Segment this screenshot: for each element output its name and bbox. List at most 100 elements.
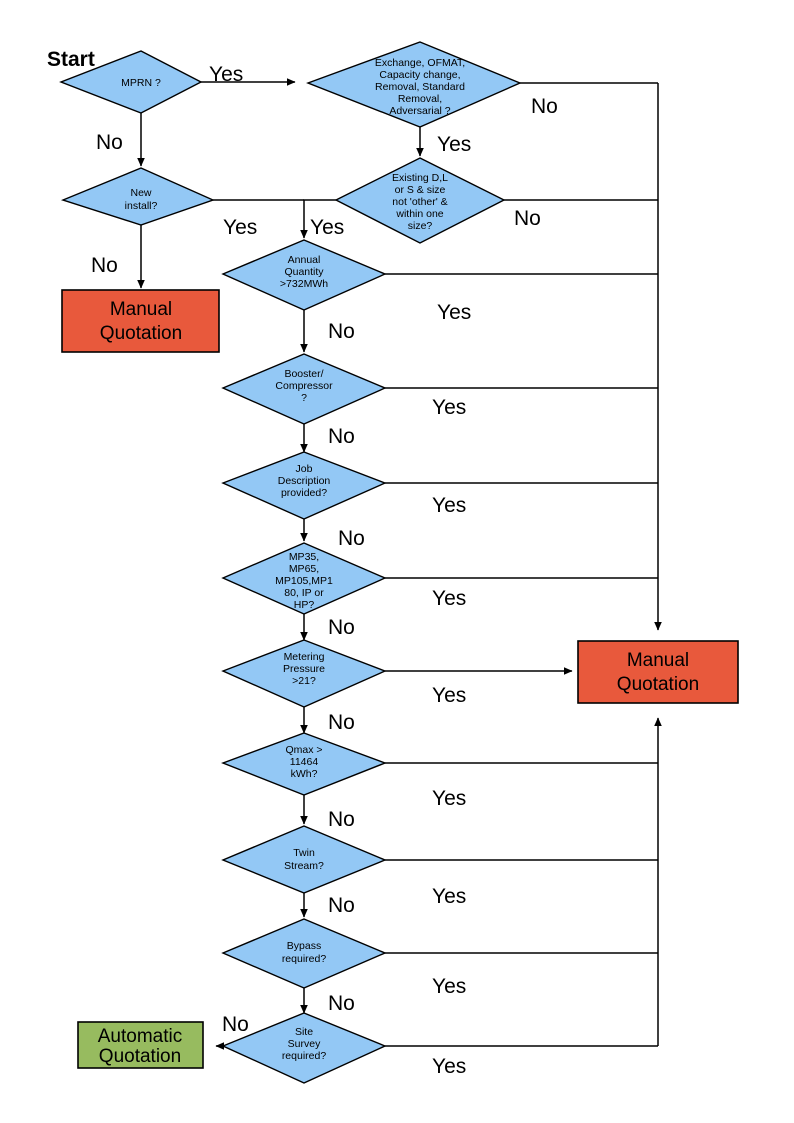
mpclass-label-4: 80, IP or	[284, 587, 324, 599]
node-sitesurvey[interactable]: Site Survey required?	[221, 1012, 387, 1084]
annual-label-3: >732MWh	[280, 278, 328, 290]
node-booster[interactable]: Booster/ Compressor ?	[221, 353, 387, 425]
edge-existing-yes	[300, 199, 336, 239]
booster-label-2: Compressor	[275, 380, 333, 392]
sitesurvey-label-3: required?	[282, 1050, 327, 1062]
exchange-label-4: Removal,	[398, 93, 442, 105]
manual-right-label-1: Manual	[627, 650, 689, 671]
automatic-label-1: Automatic	[98, 1026, 182, 1047]
manual-left-box[interactable]	[61, 289, 220, 353]
node-exchange[interactable]: Exchange, OFMAT, Capacity change, Remova…	[306, 41, 522, 128]
mprn-label: MPRN ?	[121, 77, 161, 89]
node-manual-quotation-left[interactable]: Manual Quotation	[61, 289, 220, 353]
newinstall-diamond[interactable]	[60, 167, 215, 226]
node-bypass[interactable]: Bypass required?	[221, 918, 387, 989]
edge-label-layer: Yes No No Yes Yes No No Yes Yes No Yes N…	[91, 63, 558, 1078]
twin-diamond[interactable]	[221, 825, 387, 894]
edge-label-jobdesc-no: No	[338, 527, 365, 550]
connector-layer	[137, 78, 662, 1050]
mpclass-label-5: HP?	[294, 599, 315, 611]
existing-label-3: not 'other' &	[392, 196, 447, 208]
twin-label-1: Twin	[293, 847, 315, 859]
metering-diamond[interactable]	[221, 639, 387, 708]
existing-diamond[interactable]	[334, 157, 506, 244]
automatic-box[interactable]	[77, 1021, 204, 1069]
jobdesc-label-1: Job	[296, 463, 313, 475]
qmax-label-3: kWh?	[291, 768, 318, 780]
qmax-label-2: 11464	[290, 756, 319, 768]
edge-label-sitesurvey-yes: Yes	[432, 1055, 466, 1078]
node-newinstall[interactable]: New install?	[60, 167, 215, 226]
node-annual[interactable]: Annual Quantity >732MWh	[221, 239, 387, 311]
booster-label-1: Booster/	[284, 368, 323, 380]
edge-label-booster-yes: Yes	[432, 396, 466, 419]
node-existing[interactable]: Existing D,L or S & size not 'other' & w…	[334, 157, 506, 244]
edge-label-mpclass-no: No	[328, 616, 355, 639]
exchange-label-1: Exchange, OFMAT,	[375, 57, 465, 69]
edge-label-sitesurvey-no: No	[222, 1013, 249, 1036]
exchange-label-2: Capacity change,	[379, 69, 460, 81]
node-manual-quotation-right[interactable]: Manual Quotation	[577, 640, 739, 704]
metering-label-1: Metering	[284, 651, 325, 663]
existing-label-2: or S & size	[395, 184, 446, 196]
jobdesc-label-2: Description	[278, 475, 331, 487]
edge-label-twin-no: No	[328, 894, 355, 917]
edge-label-jobdesc-yes: Yes	[432, 494, 466, 517]
start-label: Start	[47, 48, 95, 71]
edge-label-exchange-yes: Yes	[437, 133, 471, 156]
mprn-diamond[interactable]	[59, 50, 203, 114]
exchange-diamond[interactable]	[306, 41, 522, 128]
exchange-label-5: Adversarial ?	[389, 105, 450, 117]
node-mpclass[interactable]: MP35, MP65, MP105,MP1 80, IP or HP?	[221, 542, 387, 615]
edge-label-qmax-no: No	[328, 808, 355, 831]
edge-label-newinstall-yes: Yes	[223, 216, 257, 239]
mpclass-label-1: MP35,	[289, 551, 319, 563]
existing-label-5: size?	[408, 220, 433, 232]
mpclass-label-2: MP65,	[289, 563, 319, 575]
node-jobdesc[interactable]: Job Description provided?	[221, 451, 387, 520]
mpclass-diamond[interactable]	[221, 542, 387, 615]
metering-label-3: >21?	[292, 675, 316, 687]
twin-label-2: Stream?	[284, 860, 324, 872]
newinstall-label-2: install?	[125, 200, 158, 212]
qmax-diamond[interactable]	[221, 732, 387, 796]
manual-left-label-1: Manual	[110, 299, 172, 320]
bypass-label-1: Bypass	[287, 940, 321, 952]
sitesurvey-label-2: Survey	[288, 1038, 321, 1050]
existing-label-4: within one	[395, 208, 443, 220]
sitesurvey-label-1: Site	[295, 1026, 313, 1038]
edge-label-metering-no: No	[328, 711, 355, 734]
annual-label-1: Annual	[288, 254, 321, 266]
booster-label-3: ?	[301, 392, 307, 404]
edge-label-booster-no: No	[328, 425, 355, 448]
existing-label-1: Existing D,L	[392, 172, 448, 184]
edge-label-mprn-no: No	[96, 131, 123, 154]
node-automatic-quotation[interactable]: Automatic Quotation	[77, 1021, 204, 1069]
manual-left-label-2: Quotation	[100, 323, 182, 344]
edge-label-bypass-no: No	[328, 992, 355, 1015]
edge-label-existing-yes: Yes	[310, 216, 344, 239]
node-mprn[interactable]: MPRN ?	[59, 50, 203, 114]
edge-label-mpclass-yes: Yes	[432, 587, 466, 610]
manual-right-box[interactable]	[577, 640, 739, 704]
sitesurvey-diamond[interactable]	[221, 1012, 387, 1084]
manual-right-label-2: Quotation	[617, 674, 699, 695]
newinstall-label-1: New	[130, 187, 151, 199]
jobdesc-diamond[interactable]	[221, 451, 387, 520]
edge-label-exchange-no: No	[531, 95, 558, 118]
edge-label-annual-no: No	[328, 320, 355, 343]
edge-label-twin-yes: Yes	[432, 885, 466, 908]
exchange-label-3: Removal, Standard	[375, 81, 465, 93]
node-twin[interactable]: Twin Stream?	[221, 825, 387, 894]
node-metering[interactable]: Metering Pressure >21?	[221, 639, 387, 708]
annual-diamond[interactable]	[221, 239, 387, 311]
edge-label-bypass-yes: Yes	[432, 975, 466, 998]
node-qmax[interactable]: Qmax > 11464 kWh?	[221, 732, 387, 796]
bypass-diamond[interactable]	[221, 918, 387, 989]
edge-label-existing-no: No	[514, 207, 541, 230]
annual-label-2: Quantity	[284, 266, 324, 278]
metering-label-2: Pressure	[283, 663, 325, 675]
booster-diamond[interactable]	[221, 353, 387, 425]
